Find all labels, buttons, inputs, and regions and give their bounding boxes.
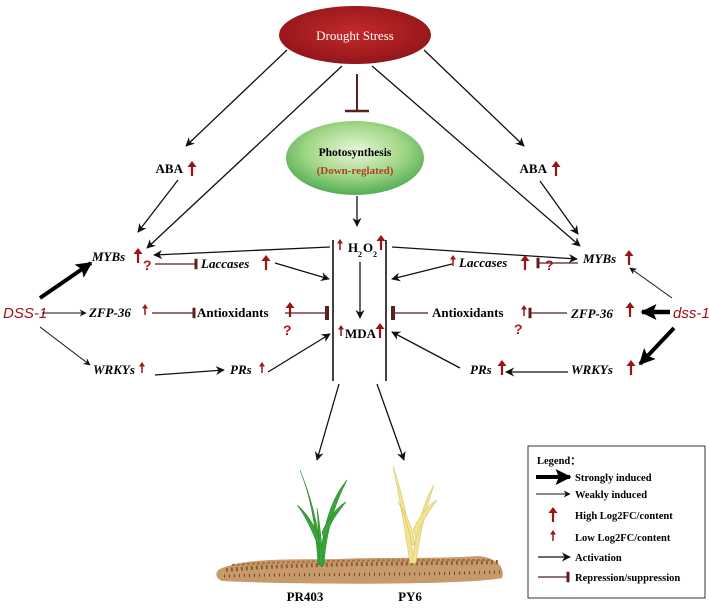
prs-left: PRs <box>230 362 252 377</box>
legend-title: Legend： <box>537 456 581 467</box>
stress-arrows <box>146 49 581 249</box>
legend-item-repression: Repression/suppression <box>575 573 680 584</box>
h2o2-node: H 2 O 2 <box>336 233 387 259</box>
drought-stress-label: Drought Stress <box>316 28 394 43</box>
mda-to-plants <box>314 383 406 461</box>
zfp36-left-low-icon <box>141 303 149 316</box>
h2o2-sub2: 2 <box>373 250 377 259</box>
h2o2-o: O <box>363 240 373 255</box>
prs-right-high-icon <box>496 358 508 377</box>
photosynthesis-title: Photosynthesis <box>319 147 392 159</box>
legend: Legend： Strongly induced Weakly induced … <box>527 445 706 599</box>
dss1-right: dss-1 <box>673 305 709 322</box>
mybs-right: MYBs <box>582 251 616 266</box>
aba-to-mybs <box>137 179 579 235</box>
legend-item-low: Low Log2FC/content <box>575 533 671 544</box>
legend-item-weak: Weakly induced <box>575 490 647 501</box>
wrkys-right-high-icon <box>625 358 637 377</box>
aba-left-high-icon <box>186 159 198 178</box>
zfp36-right: ZFP-36 <box>570 306 613 321</box>
h2o2-h: H <box>348 240 358 255</box>
zfp36-right-high-icon <box>624 300 636 319</box>
question-mark-right-mid: ? <box>514 321 523 337</box>
antioxidants-left-high-icon <box>284 300 296 319</box>
mda-node: MDA <box>337 321 386 341</box>
stress-represses-photosynthesis <box>345 74 369 113</box>
left-internal-edges <box>152 246 331 376</box>
aba-left: ABA <box>156 161 184 176</box>
plant-label-py6: PY6 <box>398 589 422 604</box>
mybs-left-high-icon <box>132 246 144 265</box>
wrkys-left-low-icon <box>138 361 146 374</box>
prs-right: PRs <box>470 362 492 377</box>
question-mark-left-top: ? <box>143 257 152 273</box>
antioxidants-left: Antioxidants <box>197 305 269 320</box>
drought-stress-ellipse <box>279 6 431 64</box>
mybs-left: MYBs <box>91 249 125 264</box>
plant-label-pr403: PR403 <box>287 589 324 604</box>
laccases-left-high-icon <box>260 253 272 272</box>
photosynthesis-ellipse <box>286 121 424 195</box>
dss1-right-arrows <box>629 267 676 366</box>
aba-right-high-icon <box>550 159 562 178</box>
dss1-left-arrows <box>38 261 93 366</box>
antioxidants-right: Antioxidants <box>432 305 504 320</box>
plant-py6-icon <box>392 465 438 564</box>
wrkys-right: WRKYs <box>571 362 613 377</box>
mybs-right-high-icon <box>623 248 635 267</box>
aba-right: ABA <box>520 161 548 176</box>
question-mark-left-mid: ? <box>283 322 292 338</box>
laccases-left: Laccases <box>200 256 249 271</box>
central-bracket <box>332 240 387 381</box>
photosynthesis-subtitle: (Down-reglated) <box>317 165 394 177</box>
legend-item-high: High Log2FC/content <box>575 511 673 522</box>
dss1-left: DSS-1 <box>3 305 47 322</box>
wrkys-left: WRKYs <box>93 362 135 377</box>
prs-left-low-icon <box>258 361 266 374</box>
right-internal-edges <box>391 246 578 377</box>
legend-item-strong: Strongly induced <box>575 473 652 484</box>
mda-label: MDA <box>345 326 377 341</box>
legend-item-activation: Activation <box>575 553 622 564</box>
laccases-right: Laccases <box>458 255 507 270</box>
zfp36-left: ZFP-36 <box>88 305 131 320</box>
plant-pr403-icon <box>296 469 348 566</box>
antioxidants-right-low-icon <box>520 304 528 317</box>
question-mark-right-top: ? <box>545 257 554 273</box>
soil <box>216 556 503 584</box>
h2o2-sub1: 2 <box>358 250 362 259</box>
laccases-right-high-icon <box>519 253 531 272</box>
